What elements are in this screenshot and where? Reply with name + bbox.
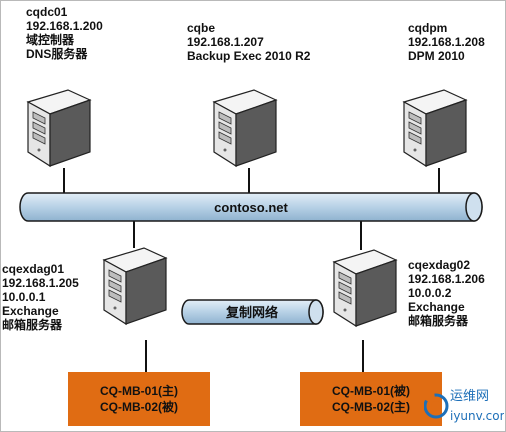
public-network-label: contoso.net	[214, 200, 288, 215]
server-icon-cqexdag02	[332, 249, 398, 328]
database-entry: CQ-MB-01(主)	[100, 384, 178, 398]
role: DNS服务器	[26, 47, 88, 61]
database-entry: CQ-MB-02(主)	[332, 400, 410, 414]
role: Exchange	[408, 300, 465, 314]
link-cqbe	[248, 168, 250, 194]
ip-address: 192.168.1.205	[2, 276, 79, 290]
link-cqexdag01-public	[133, 218, 135, 248]
link-cqexdag02-db	[362, 340, 364, 372]
server-label-cqbe: cqbe 192.168.1.207 Backup Exec 2010 R2	[187, 21, 310, 63]
server-icon-cqdc01	[26, 89, 92, 168]
role: Backup Exec 2010 R2	[187, 49, 311, 63]
link-cqdc01	[63, 168, 65, 194]
server-label-cqdc01: cqdc01 192.168.1.200 域控制器 DNS服务器	[26, 5, 103, 61]
role: DPM 2010	[408, 49, 465, 63]
role: 邮箱服务器	[2, 318, 63, 332]
role: 域控制器	[26, 33, 75, 47]
ip-address: 192.168.1.200	[26, 19, 103, 33]
role: Exchange	[2, 304, 59, 318]
replication-network-label: 复制网络	[225, 305, 278, 320]
ip-address: 10.0.0.1	[2, 290, 46, 304]
database-box-left: CQ-MB-01(主) CQ-MB-02(被)	[68, 372, 210, 426]
link-cqexdag02-public	[360, 218, 362, 250]
watermark-title: 运维网	[450, 389, 489, 404]
server-icon-cqbe	[212, 89, 278, 168]
watermark-logo: 运维网 iyunv.com	[424, 389, 504, 423]
public-network-bus: contoso.net	[19, 192, 483, 222]
hostname: cqdpm	[408, 21, 448, 35]
server-icon-cqdpm	[402, 89, 468, 168]
ip-address: 192.168.1.208	[408, 35, 485, 49]
database-entry: CQ-MB-02(被)	[100, 400, 178, 414]
database-entry: CQ-MB-01(被)	[332, 384, 410, 398]
hostname: cqbe	[187, 21, 216, 35]
replication-network-bus: 复制网络	[181, 299, 324, 325]
ip-address: 192.168.1.206	[408, 272, 485, 286]
server-label-cqexdag02: cqexdag02 192.168.1.206 10.0.0.2 Exchang…	[408, 258, 485, 328]
ip-address: 192.168.1.207	[187, 35, 264, 49]
database-box-right: CQ-MB-01(被) CQ-MB-02(主)	[300, 372, 442, 426]
link-cqdpm	[438, 168, 440, 194]
watermark-url: iyunv.com	[450, 409, 504, 423]
hostname: cqexdag02	[408, 258, 471, 272]
hostname: cqdc01	[26, 5, 68, 19]
server-icon-cqexdag01	[102, 247, 168, 326]
ip-address: 10.0.0.2	[408, 286, 452, 300]
link-cqexdag01-db	[145, 340, 147, 372]
server-label-cqexdag01: cqexdag01 192.168.1.205 10.0.0.1 Exchang…	[2, 262, 79, 332]
hostname: cqexdag01	[2, 262, 65, 276]
role: 邮箱服务器	[408, 314, 469, 328]
server-label-cqdpm: cqdpm 192.168.1.208 DPM 2010	[408, 21, 485, 63]
